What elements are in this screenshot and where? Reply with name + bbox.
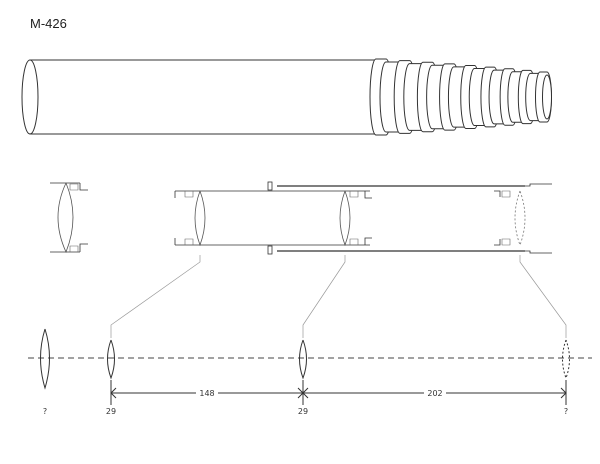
optical-layout — [28, 328, 592, 405]
dimension-label-1: 148 — [199, 389, 214, 398]
lens-label-1: 29 — [106, 407, 116, 416]
diagram-title: M-426 — [30, 16, 67, 31]
eyepiece-lens-cell — [50, 182, 88, 254]
lens-label-2: 29 — [298, 407, 308, 416]
lens-label-3: ? — [564, 407, 568, 416]
lens-2 — [299, 339, 307, 380]
labels: 148 202 ? 29 29 ? — [43, 389, 568, 416]
tube-opening — [542, 74, 552, 120]
lens-1 — [107, 339, 115, 380]
leader-lines — [110, 255, 567, 338]
lens-label-eyepiece: ? — [43, 407, 47, 416]
dimension-label-2: 202 — [427, 389, 442, 398]
cross-section — [50, 181, 567, 338]
telescope-tube-illustration — [21, 58, 552, 136]
lens-eyepiece — [40, 328, 50, 390]
lens-3 — [562, 339, 570, 380]
